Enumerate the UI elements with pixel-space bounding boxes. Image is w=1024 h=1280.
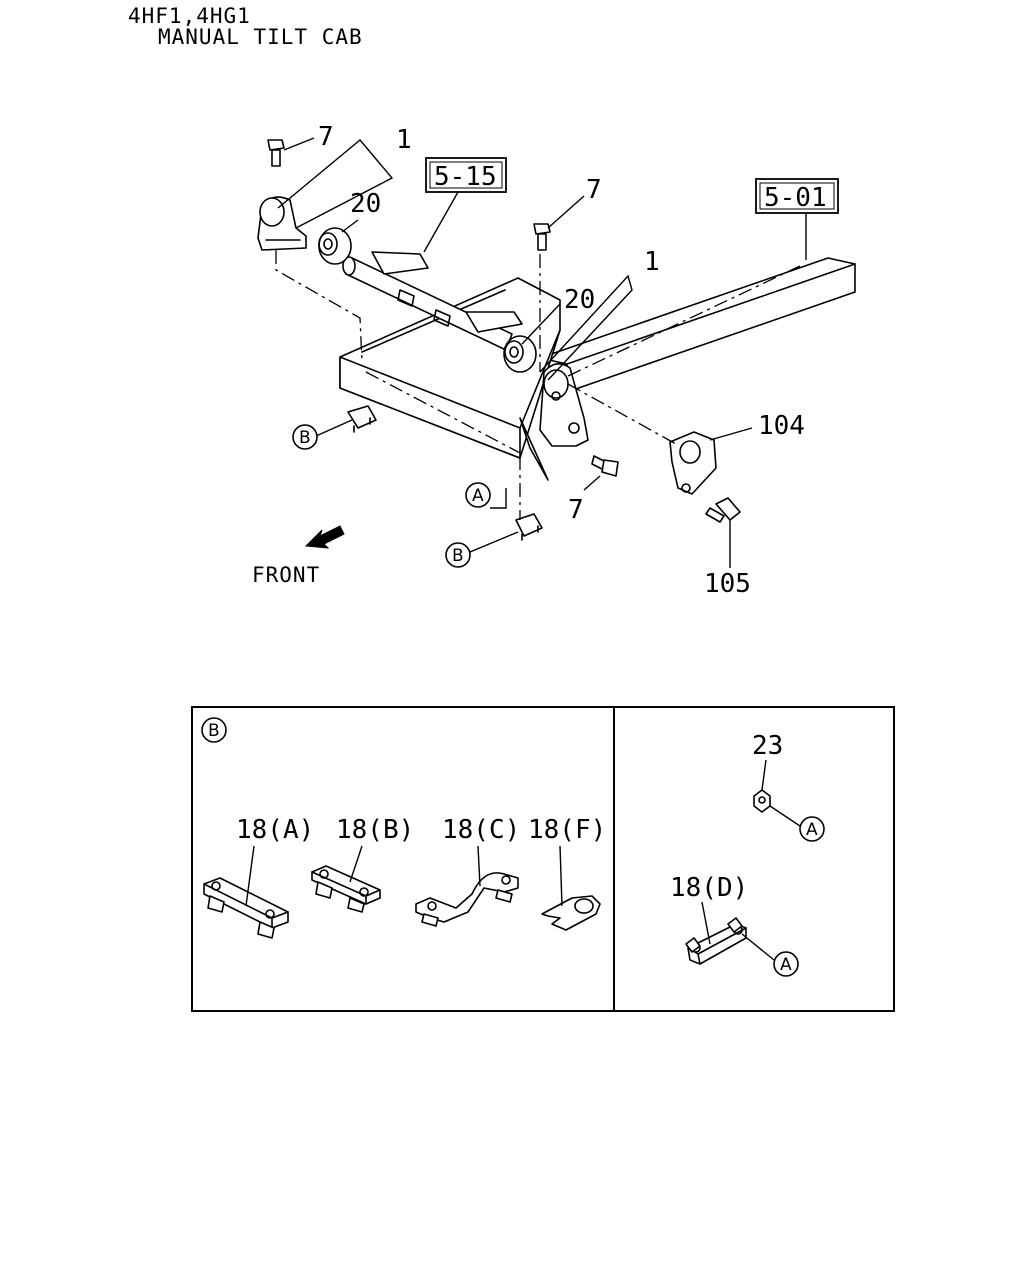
marker-a-main: A [465, 482, 491, 508]
center-lines [275, 250, 801, 520]
label-part-18a: 18(A) [236, 815, 314, 845]
front-arrow-icon [304, 525, 345, 549]
frame-rail [539, 257, 856, 393]
label-part-18d: 18(D) [670, 873, 748, 903]
plate-18c [415, 872, 519, 927]
label-part-7-bottom: 7 [568, 495, 584, 525]
marker-a-plate: A [773, 951, 799, 977]
bracket-left [257, 196, 307, 251]
cross-shaft [342, 251, 523, 351]
svg-text:B: B [208, 721, 220, 741]
front-label: FRONT [252, 563, 320, 587]
label-part-18b: 18(B) [336, 815, 414, 845]
marker-a-nut: A [799, 816, 825, 842]
detail-panels [191, 706, 895, 1012]
ref-5-01-text: 5-01 [764, 183, 827, 213]
detail-b-panel: B 18(A) 18(B) 18(C) 18(F) [201, 717, 606, 939]
ref-5-15-text: 5-15 [434, 162, 497, 192]
label-part-1-right: 1 [644, 247, 660, 277]
label-part-18c: 18(C) [442, 815, 520, 845]
label-part-23: 23 [752, 731, 783, 761]
svg-text:A: A [780, 955, 792, 975]
marker-b-bottom: B [445, 542, 471, 568]
bracket-right [539, 363, 589, 447]
ref-box-5-15: 5-15 [425, 157, 507, 193]
bolt-7-bottom [591, 455, 619, 477]
svg-text:B: B [299, 428, 311, 448]
svg-text:B: B [452, 546, 464, 566]
plate-18f [541, 895, 601, 931]
main-assembly [257, 137, 856, 568]
plate-18b [311, 865, 381, 913]
ref-box-5-01: 5-01 [755, 178, 839, 214]
spacer-block-bottom [515, 513, 543, 541]
detail-a-panel: 23 A 18(D) A [670, 731, 825, 977]
label-part-105: 105 [704, 569, 751, 599]
bolt-105 [705, 497, 741, 523]
subtitle: MANUAL TILT CAB [158, 25, 363, 49]
bushing-right [503, 335, 537, 373]
nut-23 [753, 789, 771, 813]
hinge-plate-104 [669, 431, 717, 495]
plate-18d [685, 917, 747, 965]
label-part-7-top-left: 7 [318, 122, 334, 152]
datum-arrow [519, 417, 549, 481]
leader-lines [277, 137, 807, 568]
spacer-block-left [347, 405, 377, 433]
label-part-20-right: 20 [564, 285, 595, 315]
marker-b-left: B [292, 424, 318, 450]
bolt-7-top-left [267, 139, 285, 167]
svg-text:A: A [806, 820, 818, 840]
label-part-18f: 18(F) [528, 815, 606, 845]
plate-18a [203, 877, 289, 939]
bushing-left [318, 227, 352, 265]
bolt-7-top-right [533, 223, 551, 251]
detail-b-marker: B [201, 717, 227, 743]
label-part-104: 104 [758, 411, 805, 441]
label-part-20-left: 20 [350, 189, 381, 219]
label-part-7-top-right: 7 [586, 175, 602, 205]
svg-text:A: A [472, 486, 484, 506]
model-codes: 4HF1,4HG1 [128, 4, 251, 28]
label-part-1-left: 1 [396, 125, 412, 155]
